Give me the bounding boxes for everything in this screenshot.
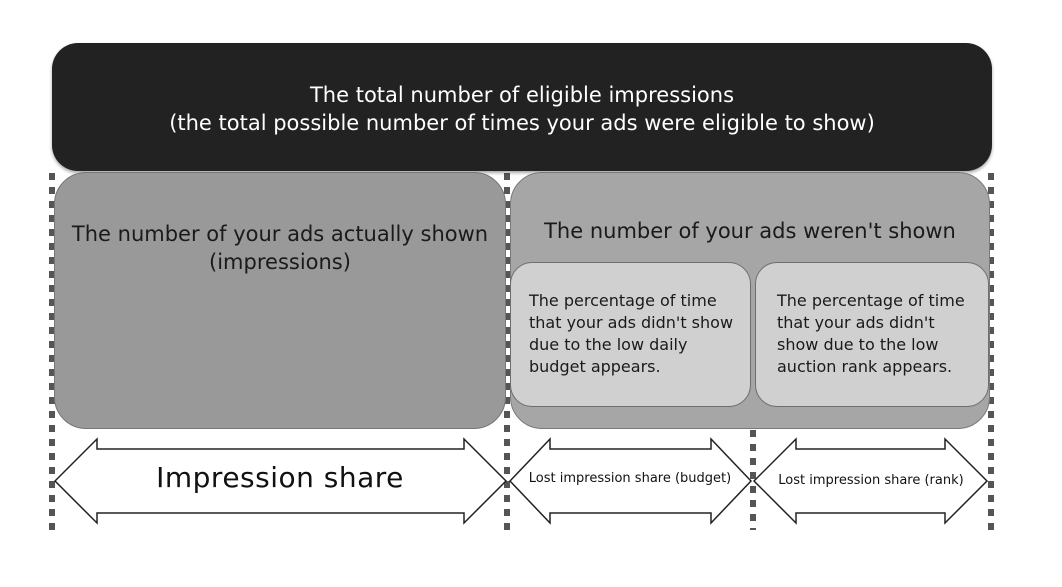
lost-budget-label: Lost impression share (budget)	[528, 471, 732, 486]
dotted-line-middle	[504, 173, 510, 530]
eligible-impressions-box: The total number of eligible impressions…	[52, 43, 992, 171]
rank-reason-text: The percentage of time that your ads did…	[777, 291, 965, 376]
impression-share-label: Impression share	[156, 461, 404, 494]
dotted-line-right	[988, 173, 994, 530]
ads-shown-subtitle: (impressions)	[209, 250, 351, 274]
eligible-impressions-title: The total number of eligible impressions	[309, 83, 735, 107]
ads-shown-box: The number of your ads actually shown (i…	[54, 172, 506, 429]
impression-share-arrow	[53, 437, 508, 525]
ads-shown-title: The number of your ads actually shown	[71, 222, 489, 246]
lost-rank-label: Lost impression share (rank)	[778, 473, 964, 488]
ads-not-shown-title: The number of your ads weren't shown	[544, 219, 956, 243]
budget-reason-text: The percentage of time that your ads did…	[529, 291, 734, 376]
lost-budget-arrow	[508, 437, 753, 525]
dotted-line-left	[49, 173, 55, 530]
budget-reason-box: The percentage of time that your ads did…	[510, 262, 751, 407]
eligible-impressions-subtitle: (the total possible number of times your…	[169, 111, 875, 135]
lost-rank-arrow	[752, 437, 989, 525]
rank-reason-box: The percentage of time that your ads did…	[755, 262, 989, 407]
